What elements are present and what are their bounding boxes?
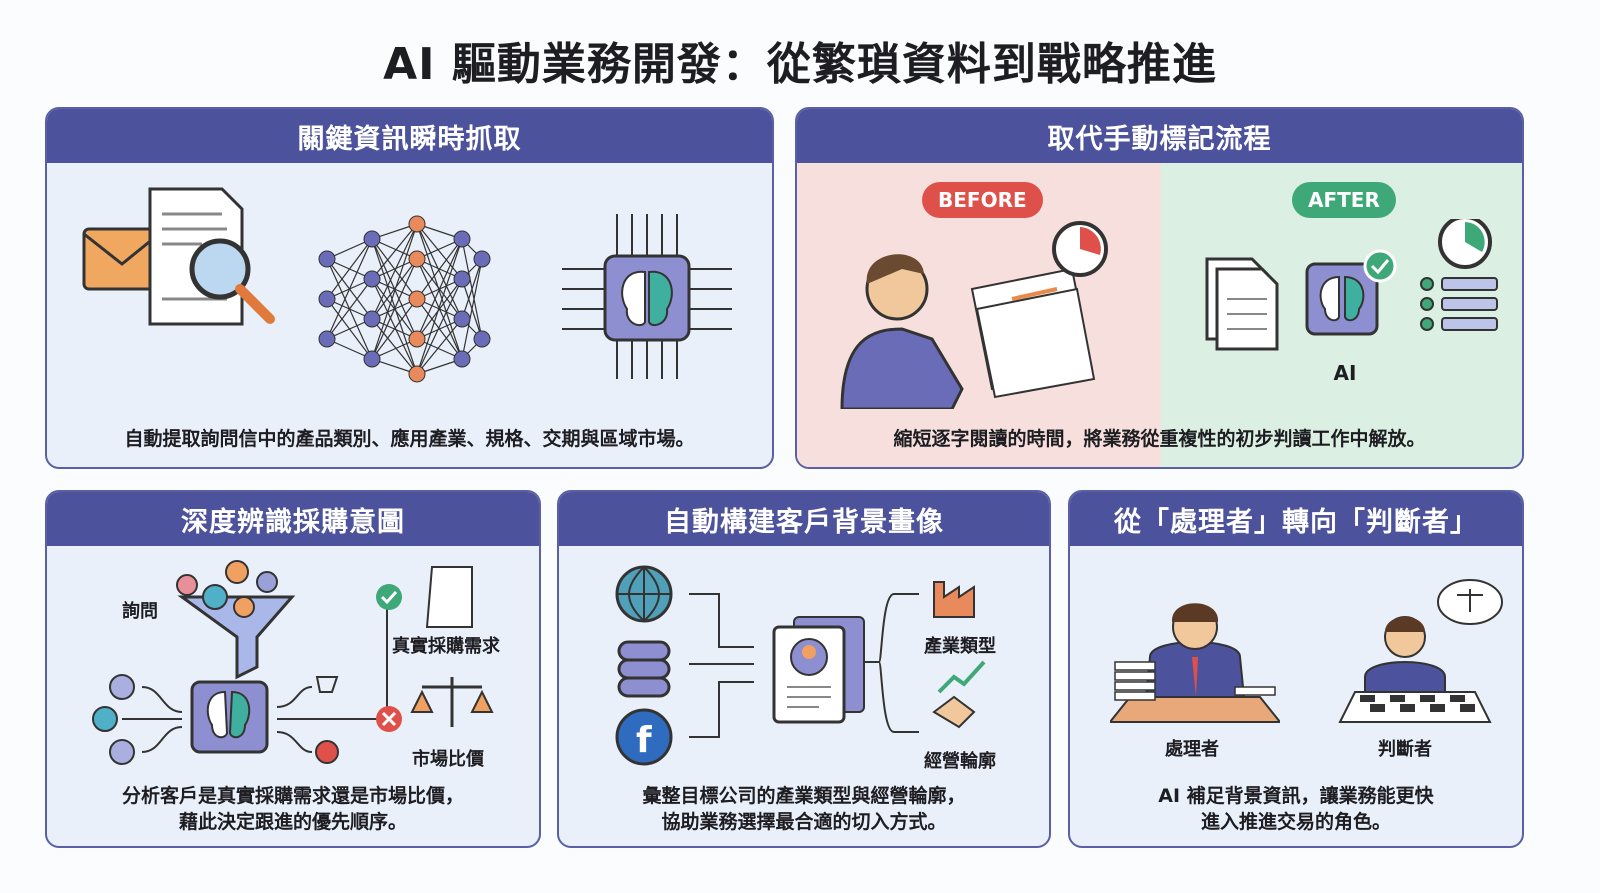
panel-caption: 自動提取詢問信中的產品類別、應用產業、規格、交期與區域市場。 bbox=[124, 428, 695, 450]
network-node bbox=[318, 250, 336, 268]
panel-caption-line2: 進入推進交易的角色。 bbox=[1200, 811, 1391, 833]
network-node bbox=[473, 250, 491, 268]
page-title: AI 驅動業務開發：從繁瑣資料到戰略推進 bbox=[383, 39, 1217, 90]
price-comparison-label: 市場比價 bbox=[412, 749, 484, 770]
neural-network-icon bbox=[318, 215, 491, 383]
network-node bbox=[453, 350, 471, 368]
chess-judge-icon bbox=[1338, 579, 1503, 723]
intent-analysis-flow-icon bbox=[92, 560, 494, 765]
data-sources-to-profile-icon: f bbox=[615, 565, 986, 766]
panel-purchase-intent: 深度辨識採購意圖 詢問 真實採購需求 市場比價 分析客戶是真實採購需求還是市場比… bbox=[45, 490, 541, 848]
before-badge: BEFORE bbox=[922, 182, 1043, 218]
network-node bbox=[473, 330, 491, 348]
network-node bbox=[318, 330, 336, 348]
network-node bbox=[408, 250, 426, 268]
email-document-search-icon bbox=[82, 187, 275, 326]
panel-header: 從「處理者」轉向「判斷者」 bbox=[1070, 492, 1522, 546]
ai-chip-brain-icon bbox=[562, 214, 732, 379]
network-node bbox=[363, 270, 381, 288]
network-node bbox=[408, 290, 426, 308]
network-node bbox=[408, 330, 426, 348]
panel-header: 關鍵資訊瞬時抓取 bbox=[47, 109, 772, 163]
panel-caption-line1: 彙整目標公司的產業類型與經營輪廓， bbox=[642, 785, 966, 807]
network-node bbox=[408, 215, 426, 233]
business-profile-label: 經營輪廓 bbox=[924, 751, 996, 772]
network-node bbox=[453, 230, 471, 248]
panel-caption-line1: AI 補足背景資訊，讓業務能更快 bbox=[1158, 785, 1434, 807]
network-node bbox=[453, 310, 471, 328]
documents-ai-checklist-icon bbox=[1205, 219, 1498, 351]
network-node bbox=[363, 230, 381, 248]
stressed-handler-icon bbox=[1110, 603, 1280, 723]
industry-type-label: 產業類型 bbox=[924, 636, 996, 657]
network-node bbox=[363, 310, 381, 328]
real-demand-label: 真實採購需求 bbox=[392, 636, 500, 657]
after-badge: AFTER bbox=[1292, 182, 1396, 218]
panel-replace-manual-tagging: 取代手動標記流程 BEFORE AFTER AI 縮短逐字閱讀的時間，將業務從重… bbox=[795, 107, 1524, 469]
judge-label: 判斷者 bbox=[1378, 739, 1432, 760]
panel-handler-to-judge: 從「處理者」轉向「判斷者」 處理者 判斷者 AI 補足背景資訊，讓業務能更快 進… bbox=[1068, 490, 1524, 848]
network-node bbox=[363, 350, 381, 368]
svg-text:f: f bbox=[636, 720, 652, 761]
panel-header: 自動構建客戶背景畫像 bbox=[559, 492, 1049, 546]
panel-caption-line2: 協助業務選擇最合適的切入方式。 bbox=[661, 811, 947, 833]
panel-caption-line2: 藉此決定跟進的優先順序。 bbox=[178, 811, 407, 833]
person-reading-papers-icon bbox=[840, 221, 1108, 409]
inquiry-label: 詢問 bbox=[122, 601, 158, 622]
network-node bbox=[318, 290, 336, 308]
panel-header: 深度辨識採購意圖 bbox=[47, 492, 539, 546]
panel-customer-profile: 自動構建客戶背景畫像 f 產業類型 經營輪廓 彙整目標公司的產業類型與經營輪廓，… bbox=[557, 490, 1051, 848]
ai-label: AI bbox=[1333, 361, 1357, 385]
panel-header: 取代手動標記流程 bbox=[797, 109, 1522, 163]
network-node bbox=[453, 270, 471, 288]
network-node bbox=[408, 365, 426, 383]
handler-label: 處理者 bbox=[1165, 739, 1219, 760]
panel-caption-line1: 分析客戶是真實採購需求還是市場比價， bbox=[121, 785, 464, 807]
panel-key-info-capture: 關鍵資訊瞬時抓取 自動提取詢問信中的產品類別、應用產業、規格、交期與區域市場。 bbox=[45, 107, 774, 469]
panel-caption: 縮短逐字閱讀的時間，將業務從重複性的初步判讀工作中解放。 bbox=[893, 428, 1426, 450]
